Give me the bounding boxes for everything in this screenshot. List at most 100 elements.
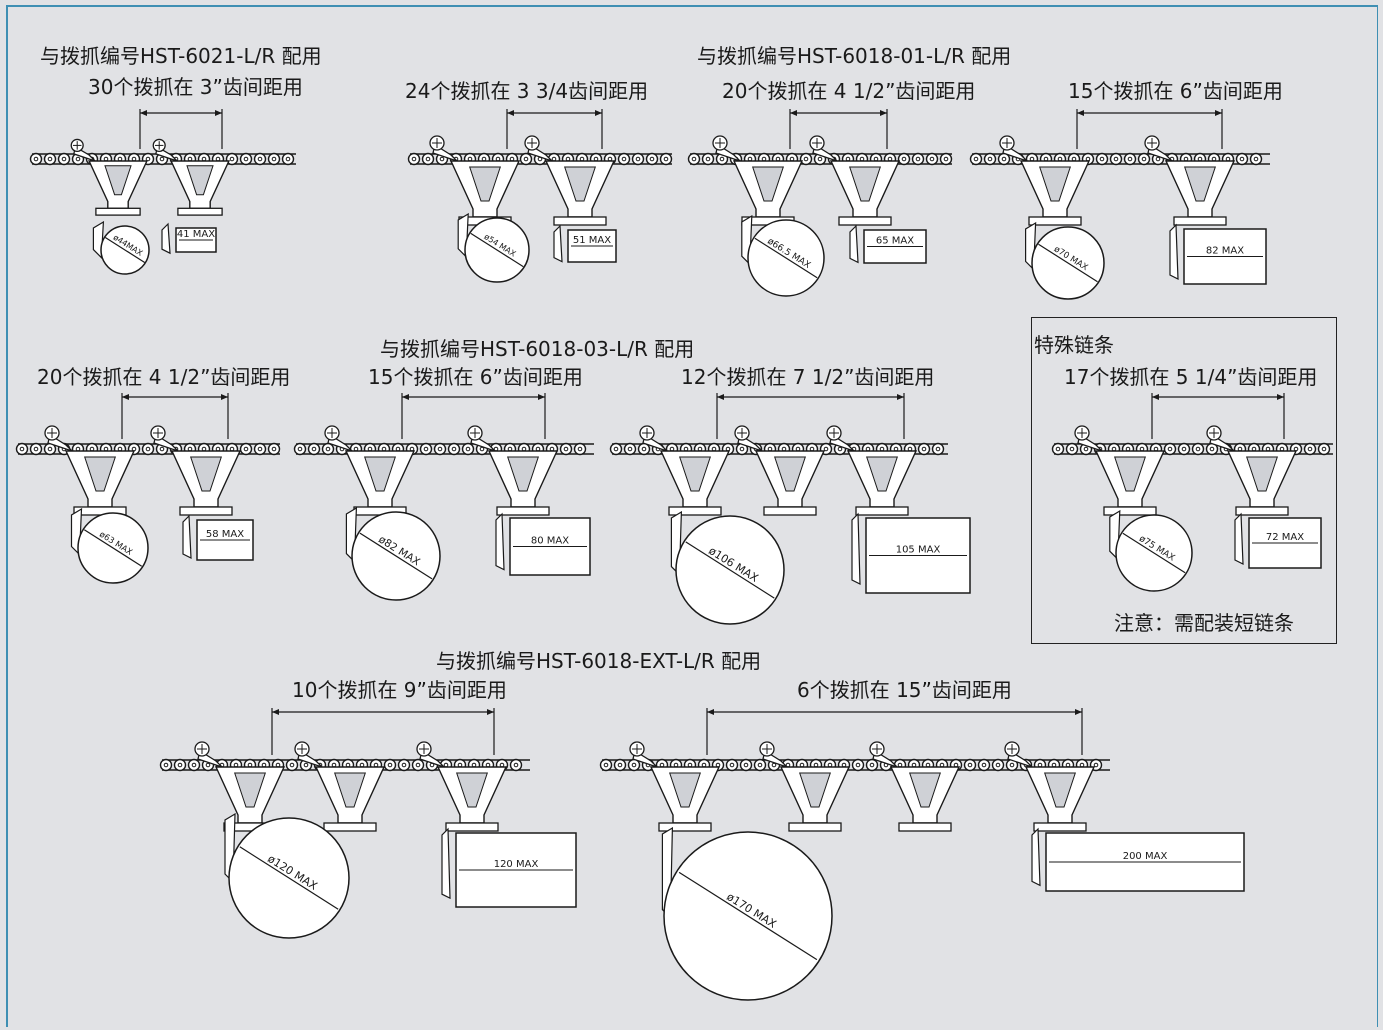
lug-slot	[909, 772, 941, 808]
lug-body	[44, 425, 136, 516]
chain-pin	[289, 762, 295, 768]
spacing-label-7-1-2in: 12个拨抓在 7 1/2”齿间距用	[681, 365, 935, 389]
chain-pin	[627, 446, 633, 452]
chain-roller	[991, 758, 1005, 772]
square-product: 200 MAX	[1031, 827, 1245, 892]
jaw-side	[161, 222, 171, 255]
chain-pin	[613, 446, 619, 452]
lug-body	[1206, 425, 1298, 516]
chain-pin	[411, 156, 417, 162]
square-max-label: 65 MAX	[876, 236, 914, 247]
chain-pin	[921, 446, 927, 452]
chain-roller	[159, 758, 173, 772]
chain-pin	[1141, 156, 1147, 162]
lug-body	[1004, 741, 1096, 832]
lug-foot	[788, 822, 842, 832]
lug-body	[712, 135, 804, 226]
spacing-label-15in: 6个拨抓在 15”齿间距用	[797, 678, 1012, 702]
jaw-side	[1169, 223, 1179, 280]
pitch-dimension	[716, 393, 905, 439]
chain-pin	[229, 156, 235, 162]
lug-foot	[1028, 216, 1082, 226]
chain-pin	[649, 156, 655, 162]
pitch-dimension	[401, 393, 546, 439]
chain-pin	[47, 446, 53, 452]
lug-body	[324, 425, 416, 516]
chain-pin	[1055, 446, 1061, 452]
diameter-line	[1122, 532, 1186, 574]
arrow-head	[1075, 709, 1082, 715]
chain-pin	[823, 446, 829, 452]
diameter-line	[239, 846, 339, 910]
chain-pin	[1307, 446, 1313, 452]
square-product: 41 MAX	[161, 222, 217, 255]
lug-slot	[190, 456, 222, 492]
chain-pin	[159, 446, 165, 452]
chain-roller	[239, 442, 253, 456]
arrow-head	[122, 394, 129, 400]
chain-roller	[753, 758, 767, 772]
chain-roller	[1191, 442, 1205, 456]
chain-pin	[757, 762, 763, 768]
arrow-head	[1077, 110, 1084, 116]
lug-foot	[445, 822, 499, 832]
diameter-line	[754, 237, 818, 279]
arrow-head	[487, 709, 494, 715]
lug-slot	[849, 166, 881, 202]
chain-roller	[267, 152, 281, 166]
lug-slot	[752, 166, 784, 202]
square-max-label: 58 MAX	[206, 529, 244, 540]
lug-slot	[456, 772, 488, 808]
chain-pin	[271, 156, 277, 162]
chain-roller	[1303, 442, 1317, 456]
chain-roller	[631, 152, 645, 166]
chain-roller	[623, 442, 637, 456]
chain-pin	[1167, 446, 1173, 452]
chain-pin	[311, 446, 317, 452]
lug-foot	[838, 216, 892, 226]
chain-roller	[1235, 152, 1249, 166]
chain-roller	[559, 442, 573, 456]
lug-body	[639, 425, 731, 516]
chain-pin	[1113, 156, 1119, 162]
chain-pin	[19, 446, 25, 452]
chain-roller	[1065, 442, 1079, 456]
chain-pin	[621, 156, 627, 162]
jaw-side	[553, 224, 563, 263]
lug-slot	[679, 456, 711, 492]
lug-foot	[553, 216, 607, 226]
chain-pin	[325, 446, 331, 452]
lug-body	[416, 741, 508, 832]
square-product: 51 MAX	[553, 224, 617, 263]
chain-roller	[939, 152, 953, 166]
chain-pin	[61, 156, 67, 162]
lug-slot	[186, 165, 214, 196]
arrow-head	[707, 709, 714, 715]
chain-roller	[447, 442, 461, 456]
chain-pin	[837, 446, 843, 452]
group-title-6021: 与拨抓编号HST-6021-L/R 配用	[40, 44, 322, 68]
chain-pin	[145, 156, 151, 162]
chain-roller	[931, 442, 945, 456]
lug-body	[429, 135, 521, 226]
square-max-label: 120 MAX	[494, 859, 539, 870]
chain-pin	[523, 156, 529, 162]
chain-roller	[969, 152, 983, 166]
lug-foot	[177, 207, 223, 216]
jaw-side	[1031, 827, 1041, 887]
chain-roller	[1051, 442, 1065, 456]
chain-roller	[799, 152, 813, 166]
lug-foot	[855, 506, 909, 516]
arrow-head	[1277, 394, 1284, 400]
pitch-dimension	[706, 708, 1083, 755]
jaw-side	[182, 514, 192, 559]
group-title-6018-03: 与拨抓编号HST-6018-03-L/R 配用	[380, 337, 695, 361]
lug-slot	[1044, 772, 1076, 808]
chain-pin	[257, 156, 263, 162]
round-product: ø120 MAX	[224, 812, 350, 939]
chain-roller	[509, 758, 523, 772]
special-chain-box	[1031, 317, 1337, 644]
chain-roller	[851, 758, 865, 772]
spacing-label-6in: 15个拨抓在 6”齿间距用	[1068, 79, 1283, 103]
